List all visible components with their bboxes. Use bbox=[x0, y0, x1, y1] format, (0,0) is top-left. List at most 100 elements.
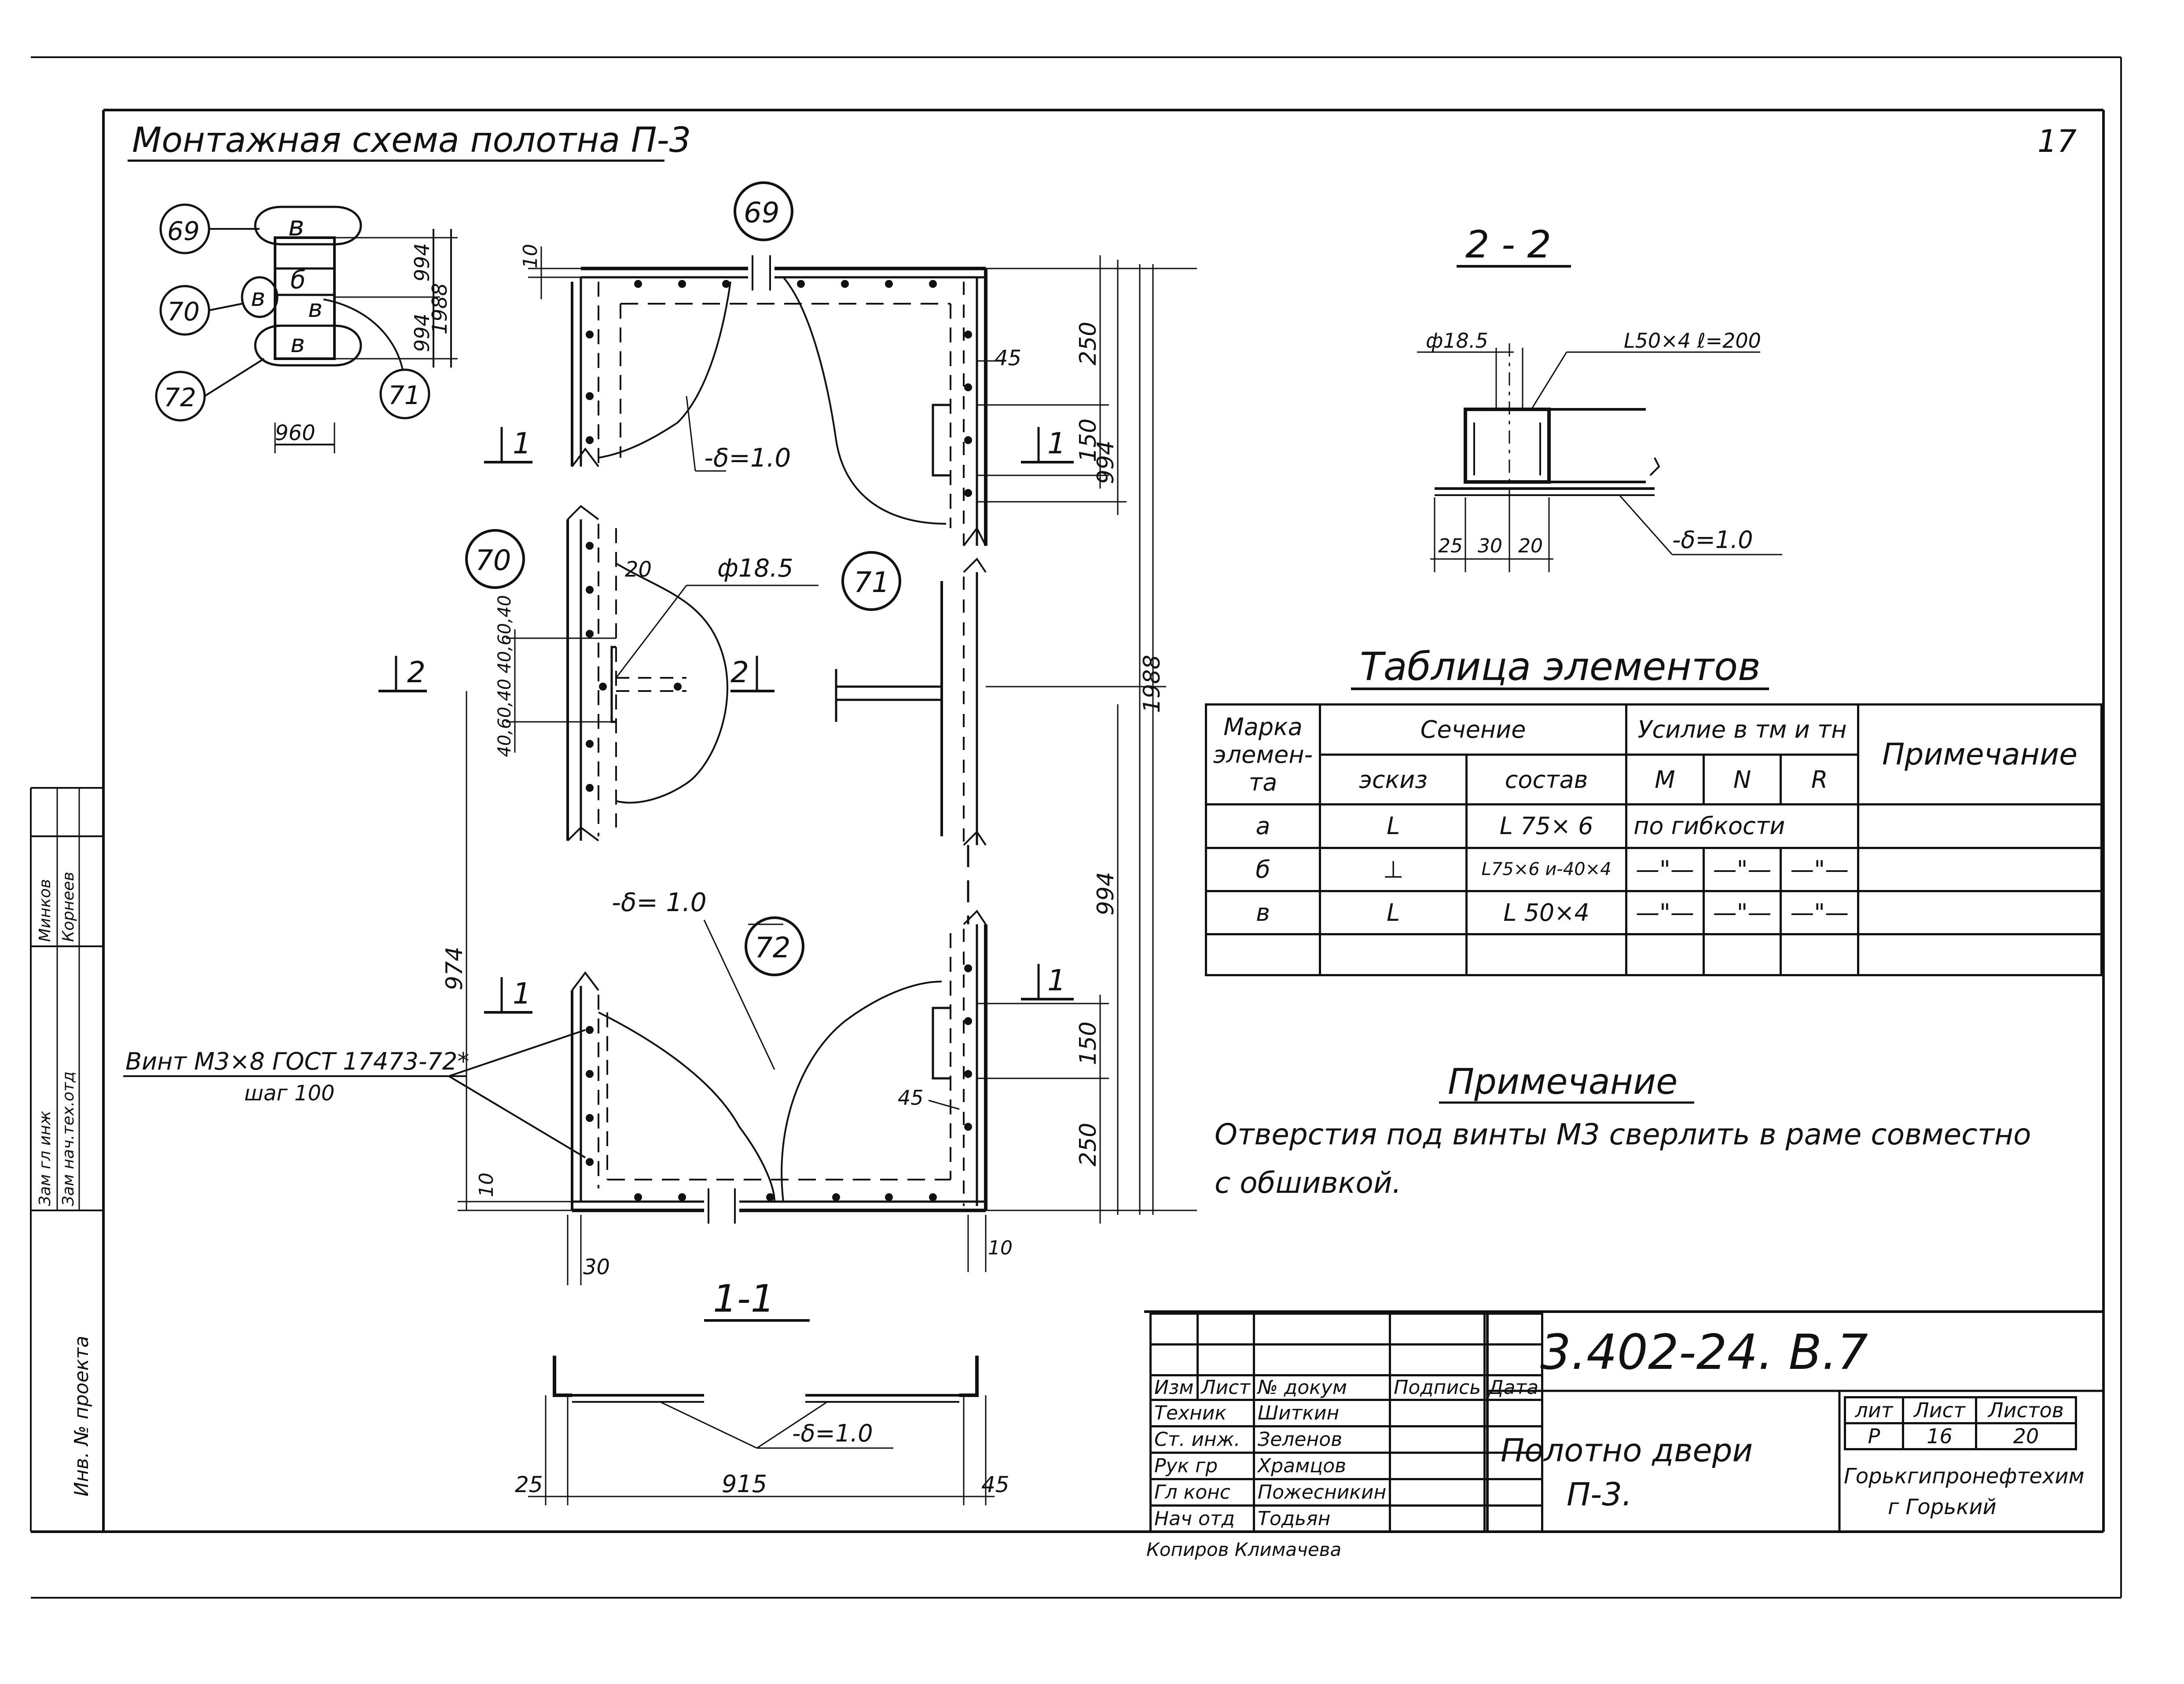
cell-composition: L75×6 и-40×4 bbox=[1465, 846, 1628, 892]
section-2-2-title: 2 - 2 bbox=[1465, 223, 1551, 267]
stamp-role: Рук гр bbox=[1149, 1452, 1255, 1480]
dim-30: 30 bbox=[583, 1255, 610, 1280]
dim-250-top: 250 bbox=[1075, 322, 1101, 365]
panel-elevation bbox=[566, 255, 987, 1224]
dim-10-top: 10 bbox=[519, 244, 542, 268]
stamp-sheets-header: Листов bbox=[1975, 1396, 2078, 1424]
document-name-line1: Полотно двери bbox=[1501, 1432, 1753, 1469]
th-note: Примечание bbox=[1857, 703, 2103, 806]
stamp-person-row: Гл конс Пожесникин bbox=[1149, 1478, 1544, 1507]
section-2-2-dim-25: 25 bbox=[1438, 535, 1463, 557]
section-cut-marks: 1 1 1 1 2 2 bbox=[378, 427, 1074, 1014]
th-R: R bbox=[1780, 753, 1859, 806]
stamp-grid: Изм Лист № докум Подпись Дата Техник Шит… bbox=[1149, 1313, 1544, 1533]
stamp-sheet-value: 16 bbox=[1902, 1422, 1977, 1450]
th-N: N bbox=[1702, 753, 1782, 806]
th-composition: состав bbox=[1465, 753, 1628, 806]
stamp-person-row: Ст. инж. Зеленов bbox=[1149, 1425, 1544, 1454]
dim-45-top: 45 bbox=[995, 346, 1021, 371]
dim-250-bot: 250 bbox=[1075, 1123, 1101, 1166]
stamp-role: Нач отд bbox=[1149, 1504, 1255, 1533]
stamp-name: Храмцов bbox=[1253, 1452, 1391, 1480]
section-mark-1-1: 1 bbox=[513, 977, 531, 1011]
cell-sketch: L bbox=[1319, 803, 1468, 849]
side-role-2: Зам нач.тех.отд bbox=[59, 1071, 77, 1206]
stamp-lit-value: Р bbox=[1843, 1422, 1905, 1450]
section-1-1-dim-45: 45 bbox=[981, 1472, 1009, 1497]
dim-994-top: 994 bbox=[1093, 441, 1119, 484]
cell-N: —"— bbox=[1702, 890, 1782, 935]
document-code: 3.402-24. В.7 bbox=[1540, 1324, 1868, 1380]
stamp-sheet-info: лит Лист Листов Р 16 20 bbox=[1843, 1396, 2078, 1450]
th-section: Сечение bbox=[1319, 703, 1628, 756]
cell-M: —"— bbox=[1625, 846, 1705, 892]
key-dim-total: 1988 bbox=[428, 283, 451, 335]
section-2-2-dim-30: 30 bbox=[1478, 535, 1502, 557]
note-title: Примечание bbox=[1448, 1061, 1677, 1102]
stamp-sheet-header: Лист bbox=[1902, 1396, 1977, 1424]
side-name-2: Корнеев bbox=[59, 871, 77, 942]
table-title: Таблица элементов bbox=[1360, 644, 1761, 689]
thickness-mid: -δ= 1.0 bbox=[612, 887, 707, 917]
side-project-label: Инв. № проекта bbox=[70, 1335, 93, 1496]
organization-city: г Горький bbox=[1888, 1495, 1997, 1519]
key-letter: б bbox=[290, 266, 306, 294]
side-role-1: Зам гл инж bbox=[36, 1110, 54, 1206]
stamp-name: Зеленов bbox=[1253, 1425, 1391, 1454]
th-force: Усилие в тм и тн bbox=[1625, 703, 1859, 756]
stamp-role: Гл конс bbox=[1149, 1478, 1255, 1507]
stamp-col-header: Лист bbox=[1196, 1374, 1255, 1401]
diameter-hole: ф18.5 bbox=[717, 554, 793, 583]
marker-71: 71 bbox=[854, 566, 889, 599]
stamp-role: Ст. инж. bbox=[1149, 1425, 1255, 1454]
section-mark-1-1: 1 bbox=[1047, 963, 1066, 997]
sheet-number: 17 bbox=[2037, 123, 2077, 159]
stamp-sheets-value: 20 bbox=[1975, 1422, 2078, 1450]
screw-pitch: шаг 100 bbox=[244, 1081, 334, 1106]
cell-composition: L 50×4 bbox=[1465, 890, 1628, 935]
organization-name: Горькгипронефтехим bbox=[1844, 1464, 2085, 1489]
section-1-1: 1-1 25 915 45 -δ=1.0 bbox=[515, 1277, 1009, 1505]
key-diagram: в б в в в 69 70 71 72 960 994 994 1988 bbox=[155, 203, 458, 453]
key-letter: в bbox=[288, 210, 305, 242]
stamp-person-row: Техник Шиткин bbox=[1149, 1399, 1544, 1427]
key-letter: в bbox=[290, 330, 305, 358]
sheet-frame bbox=[30, 56, 2122, 1599]
key-letter: в bbox=[251, 283, 265, 312]
section-2-2-profile: L50×4 ℓ=200 bbox=[1624, 329, 1761, 353]
key-dim-lower: 994 bbox=[410, 313, 434, 352]
section-1-1-dim-25: 25 bbox=[515, 1472, 543, 1497]
section-2-2-diameter: ф18.5 bbox=[1426, 329, 1488, 353]
section-mark-2-2: 2 bbox=[730, 655, 749, 689]
table-row: в L L 50×4 —"— —"— —"— bbox=[1204, 890, 2103, 935]
key-marker-71: 71 bbox=[388, 380, 421, 410]
dim-150-top: 150 bbox=[1075, 419, 1101, 462]
section-1-1-title: 1-1 bbox=[713, 1277, 774, 1321]
screw-spec: Винт М3×8 ГОСТ 17473-72* bbox=[125, 1048, 469, 1075]
cell-note bbox=[1857, 890, 2103, 935]
section-1-1-dim-915: 915 bbox=[722, 1470, 767, 1498]
key-dim-upper: 994 bbox=[410, 243, 434, 282]
section-2-2-thickness: -δ=1.0 bbox=[1672, 526, 1753, 554]
cell-R: —"— bbox=[1780, 890, 1859, 935]
table-row: б ⊥ L75×6 и-40×4 —"— —"— —"— bbox=[1204, 846, 2103, 892]
side-name-1: Минков bbox=[36, 879, 54, 942]
elevation-dimensions: 10 250 150 994 45 -δ=1.0 20 ф18.5 40,60,… bbox=[441, 244, 1197, 1285]
stamp-person-row: Рук гр Храмцов bbox=[1149, 1452, 1544, 1480]
cell-mark: в bbox=[1204, 890, 1321, 935]
key-marker-69: 69 bbox=[167, 216, 200, 246]
dim-10-bottom-left: 10 bbox=[475, 1173, 498, 1197]
cell-N: —"— bbox=[1702, 846, 1782, 892]
copied-by: Копиров Климачева bbox=[1146, 1539, 1341, 1560]
table-row: а L L 75× 6 по гибкости bbox=[1204, 803, 2103, 849]
document-name-line2: П-3. bbox=[1567, 1476, 1632, 1513]
dim-150-bot: 150 bbox=[1075, 1022, 1101, 1065]
section-mark-1-1: 1 bbox=[513, 427, 531, 460]
cell-sketch: ⊥ bbox=[1319, 846, 1468, 892]
cell-sketch: L bbox=[1319, 890, 1468, 935]
key-marker-70: 70 bbox=[167, 297, 200, 327]
cell-R: —"— bbox=[1780, 846, 1859, 892]
dim-40-60-40: 40,60,40 bbox=[495, 679, 515, 757]
th-sketch: эскиз bbox=[1319, 753, 1468, 806]
note-text-line1: Отверстия под винты М3 сверлить в раме с… bbox=[1215, 1118, 2031, 1151]
